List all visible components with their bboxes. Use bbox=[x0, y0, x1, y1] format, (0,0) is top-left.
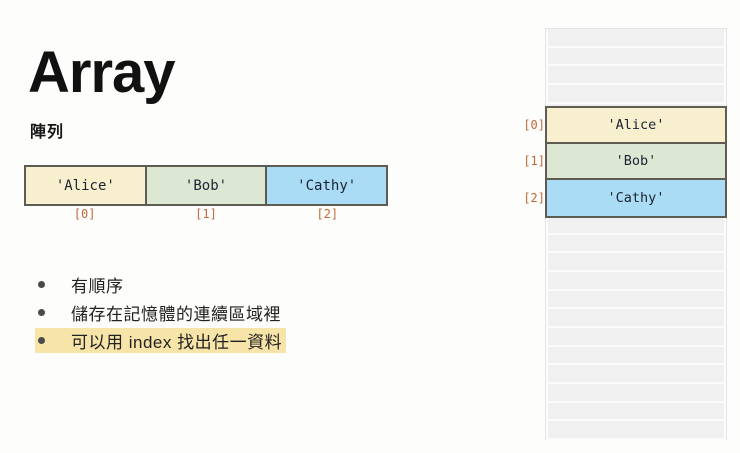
bullet-text: 有順序 bbox=[71, 277, 124, 296]
memory-diagram-pane: [0] 'Alice' [1] 'Bob' [2] 'Cathy' bbox=[520, 0, 740, 453]
bullet-dot-icon bbox=[38, 309, 45, 316]
memory-empty-cell bbox=[546, 421, 726, 441]
array-index-labels: [0] [1] [2] bbox=[24, 207, 388, 225]
memory-empty-cell bbox=[546, 365, 726, 385]
array-cell-1: 'Bob' bbox=[146, 167, 268, 204]
memory-empty-cell bbox=[546, 346, 726, 366]
list-item: 儲存在記憶體的連續區域裡 bbox=[35, 300, 285, 325]
memory-empty-cell bbox=[546, 66, 726, 86]
array-index-2: [2] bbox=[316, 207, 339, 221]
bullet-text: 儲存在記憶體的連續區域裡 bbox=[71, 305, 281, 324]
memory-grid bbox=[545, 28, 727, 441]
memory-cell-2-value: 'Cathy' bbox=[607, 190, 665, 206]
memory-cell-1-value: 'Bob' bbox=[615, 153, 657, 169]
bullet-list: 有順序 儲存在記憶體的連續區域裡 可以用 index 找出任一資料 bbox=[35, 272, 365, 356]
memory-empty-cell bbox=[546, 215, 726, 235]
memory-cell-0-value: 'Alice' bbox=[607, 117, 665, 133]
memory-index-2: [2] bbox=[523, 191, 545, 205]
memory-empty-cell bbox=[546, 402, 726, 422]
array-cell-0: 'Alice' bbox=[26, 167, 147, 204]
memory-cell-0: [0] 'Alice' bbox=[523, 108, 725, 144]
array-diagram: 'Alice' 'Bob' 'Cathy' bbox=[24, 165, 388, 206]
memory-empty-cell bbox=[546, 309, 726, 328]
page-title: Array bbox=[28, 40, 176, 105]
bullet-text: 可以用 index 找出任一資料 bbox=[71, 333, 283, 352]
array-cell-2: 'Cathy' bbox=[267, 167, 387, 204]
memory-data-block: [0] 'Alice' [1] 'Bob' [2] 'Cathy' bbox=[523, 106, 727, 218]
memory-cell-1: [1] 'Bob' bbox=[523, 144, 725, 180]
list-item: 有順序 bbox=[35, 272, 128, 297]
memory-cell-2: [2] 'Cathy' bbox=[523, 180, 725, 216]
memory-empty-cell bbox=[546, 253, 726, 272]
left-content-pane: Array 陣列 'Alice' 'Bob' 'Cathy' [0] [1] [… bbox=[24, 40, 388, 356]
memory-empty-cell bbox=[546, 29, 726, 48]
memory-empty-cell bbox=[546, 328, 726, 347]
memory-empty-cell bbox=[546, 290, 726, 310]
bullet-dot-icon bbox=[38, 281, 45, 288]
memory-empty-cell bbox=[546, 85, 726, 104]
array-index-1: [1] bbox=[195, 207, 217, 221]
memory-empty-cell bbox=[546, 234, 726, 254]
memory-index-0: [0] bbox=[523, 118, 545, 132]
memory-empty-cell bbox=[546, 384, 726, 403]
memory-empty-cell bbox=[546, 47, 726, 67]
bullet-dot-icon bbox=[38, 337, 45, 344]
page-subtitle: 陣列 bbox=[30, 124, 65, 141]
list-item-highlighted: 可以用 index 找出任一資料 bbox=[35, 328, 287, 353]
memory-index-1: [1] bbox=[523, 154, 545, 168]
memory-empty-cell bbox=[546, 271, 726, 291]
array-index-0: [0] bbox=[73, 207, 96, 221]
